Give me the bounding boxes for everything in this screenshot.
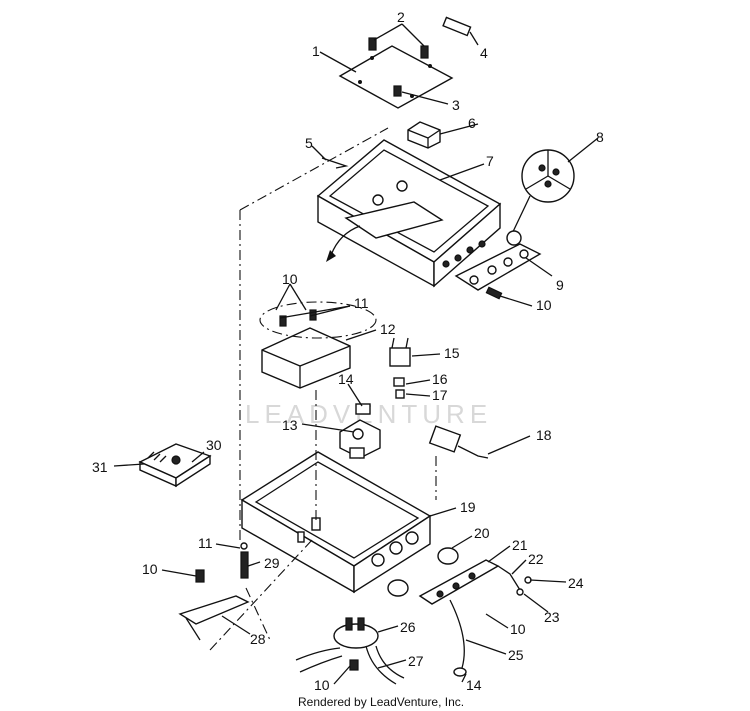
callout-14-b: 14 [466,677,482,693]
cable-end-part [453,667,467,677]
cover-plate-part [338,37,454,109]
callout-14-a: 14 [338,371,354,387]
terminal-connector-part [295,617,405,685]
callout-20: 20 [474,525,490,541]
fuse-part [442,16,479,46]
callout-numbers: 1 2 3 4 5 6 7 8 9 10 10 11 12 15 14 16 1… [92,9,604,693]
leader-dash-5 [245,587,271,641]
relay-module-part [259,301,377,389]
callout-26: 26 [400,619,416,635]
screw-part [485,286,503,300]
switch-part [389,337,411,399]
callout-9: 9 [556,277,564,293]
wire-bracket-part [454,230,542,291]
callout-10-d: 10 [510,621,526,637]
callout-16: 16 [432,371,448,387]
screw-part-2 [195,569,205,583]
lower-enclosure-part [240,451,432,594]
connector-block-part [407,121,441,149]
grommet-part-2 [387,579,409,597]
bolt-part [240,551,249,579]
callout-17: 17 [432,387,448,403]
callout-19: 19 [460,499,476,515]
callout-7: 7 [486,153,494,169]
cable-part [449,599,465,669]
callout-30: 30 [206,437,222,453]
callout-10-b: 10 [282,271,298,287]
footer-credit: Rendered by LeadVenture, Inc. [298,695,464,709]
washer-part-2 [240,542,248,550]
callout-24: 24 [568,575,584,591]
callout-11-b: 11 [198,535,213,551]
lower-bracket-part [418,559,521,605]
callout-31: 31 [92,459,108,475]
callout-21: 21 [512,537,528,553]
solenoid-part [339,403,381,459]
callout-10-e: 10 [314,677,330,693]
callout-10-a: 10 [536,297,552,313]
callout-5: 5 [305,135,313,151]
callout-3: 3 [452,97,460,113]
round-connector-part [509,149,575,239]
callout-4: 4 [480,45,488,61]
callout-leaders [113,23,599,685]
callout-10-c: 10 [142,561,158,577]
leader-dash-6 [209,539,313,651]
callout-18: 18 [536,427,552,443]
callout-29: 29 [264,555,280,571]
callout-13: 13 [282,417,298,433]
bulb-socket-part [428,425,489,459]
mounting-strap-part [178,595,250,641]
callout-12: 12 [380,321,396,337]
callout-11-a: 11 [354,295,369,311]
callout-28: 28 [250,631,266,647]
callout-15: 15 [444,345,460,361]
callout-8: 8 [596,129,604,145]
callout-1: 1 [312,43,320,59]
callout-23: 23 [544,609,560,625]
washer-part [516,588,524,596]
callout-2: 2 [397,9,405,25]
grommet-part [437,547,459,565]
callout-22: 22 [528,551,544,567]
leader-dash [239,127,389,211]
callout-6: 6 [468,115,476,131]
callout-25: 25 [508,647,524,663]
circuit-board-part [138,443,212,488]
enclosure-lid-part [316,139,502,288]
callout-27: 27 [408,653,424,669]
